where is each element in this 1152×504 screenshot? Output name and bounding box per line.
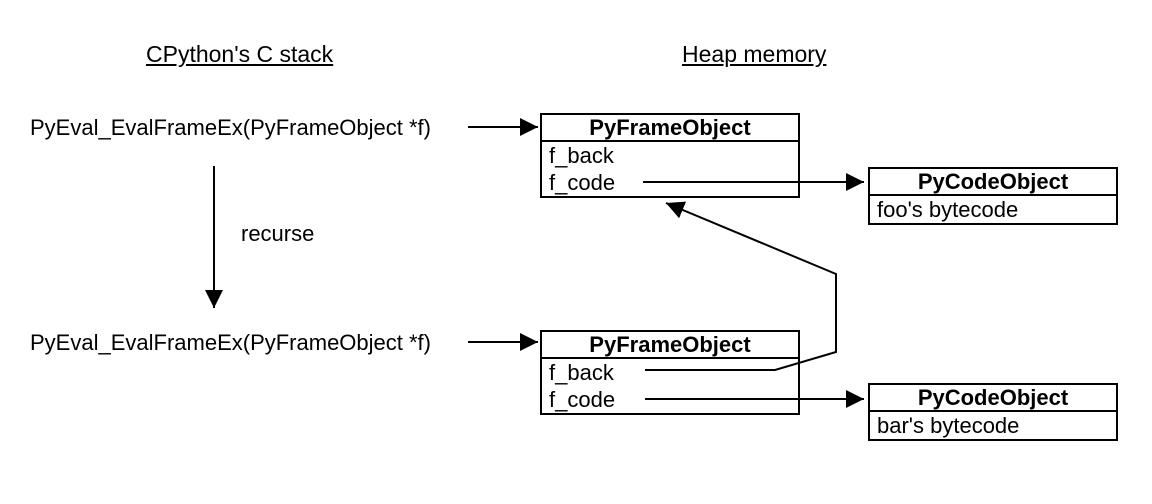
pycodeobject-box-2-field-bytecode: bar's bytecode <box>877 413 1020 438</box>
stack-call-2-label: PyEval_EvalFrameEx(PyFrameObject *f) <box>30 330 431 355</box>
pyframeobject-box-1-field-f-code: f_code <box>549 170 616 195</box>
pyframeobject-box-1-field-f-back: f_back <box>549 143 614 168</box>
pyframeobject-box-2: PyFrameObject f_back f_code <box>540 330 800 415</box>
pyframeobject-box-2-field-f-code: f_code <box>549 387 616 412</box>
right-column-title: Heap memory <box>682 41 827 67</box>
pycodeobject-box-2: PyCodeObject bar's bytecode <box>868 383 1118 441</box>
pycodeobject-box-1: PyCodeObject foo's bytecode <box>868 167 1118 225</box>
pycodeobject-box-2-title: PyCodeObject <box>870 385 1116 412</box>
pyframeobject-box-1: PyFrameObject f_back f_code <box>540 113 800 198</box>
recurse-label: recurse <box>241 221 315 246</box>
pyframeobject-box-1-title: PyFrameObject <box>542 115 798 142</box>
stack-call-1-label: PyEval_EvalFrameEx(PyFrameObject *f) <box>30 115 431 140</box>
pycodeobject-box-1-field-bytecode: foo's bytecode <box>877 197 1019 222</box>
pyframeobject-box-2-title: PyFrameObject <box>542 332 798 359</box>
left-column-title: CPython's C stack <box>146 41 334 67</box>
pyframeobject-box-2-field-f-back: f_back <box>549 360 614 385</box>
pycodeobject-box-1-title: PyCodeObject <box>870 169 1116 196</box>
